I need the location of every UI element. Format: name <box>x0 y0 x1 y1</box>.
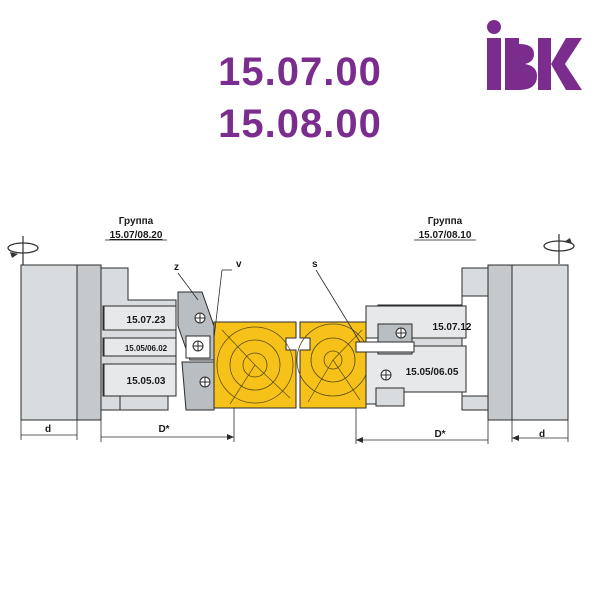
mark-s: s <box>312 259 318 270</box>
product-code-1: 15.07.00 <box>218 50 382 94</box>
left-spindle <box>20 264 102 421</box>
left-part-bottom: 15.05.03 <box>127 376 166 387</box>
left-part-top: 15.07.23 <box>127 315 166 326</box>
wood-workpiece <box>213 321 370 409</box>
right-dim-d: d <box>539 429 545 440</box>
right-spindle <box>487 264 569 421</box>
right-part-bottom: 15.05/06.05 <box>406 367 459 378</box>
right-dimension-lines <box>355 408 569 444</box>
right-group-code: 15.07/08.10 <box>419 230 472 241</box>
left-cutter-block <box>100 267 219 411</box>
left-dim-D: D* <box>158 424 169 435</box>
left-dimension-lines <box>20 408 235 442</box>
left-dim-d: d <box>45 424 51 435</box>
right-cutter-block <box>355 267 489 411</box>
left-group-label: Группа <box>119 216 154 227</box>
right-dim-D: D* <box>434 429 445 440</box>
right-part-top: 15.07.12 <box>433 322 472 333</box>
mark-v: v <box>236 259 242 270</box>
left-group-code: 15.07/08.20 <box>110 230 163 241</box>
rotation-left-icon <box>7 236 39 266</box>
left-part-mid: 15.05/06.02 <box>125 344 168 353</box>
right-group-label: Группа <box>428 216 463 227</box>
ibk-logo <box>487 20 582 90</box>
mark-z: z <box>174 262 179 273</box>
product-code-2: 15.08.00 <box>218 102 382 146</box>
rotation-right-icon <box>543 234 575 264</box>
